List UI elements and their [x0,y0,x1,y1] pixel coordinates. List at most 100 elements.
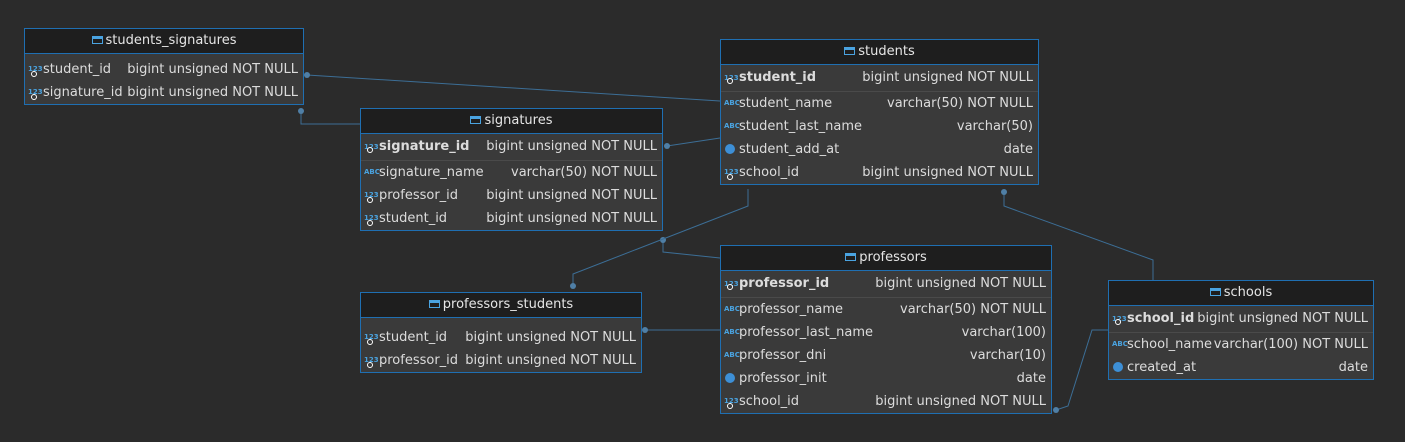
table-title: professors_students [442,297,574,312]
column-type: varchar(100) NOT NULL [1213,337,1368,352]
key-column-icon: 123 [364,134,379,160]
table-title: schools [1223,285,1273,300]
key-column-icon: 123 [364,184,379,207]
table-title: students [858,44,915,59]
relationship-line[interactable] [1003,192,1154,280]
date-type-icon [725,373,735,383]
column-name: student_add_at [739,142,840,157]
column-type: bigint unsigned NOT NULL [1197,311,1368,326]
relationship-line[interactable] [1055,329,1108,411]
key-column-icon: 123 [28,81,43,104]
table-icon [470,115,482,124]
relationship-line[interactable] [666,137,721,147]
text-type-icon: ABC [724,99,740,107]
column-row[interactable]: student_add_at date [721,138,1038,161]
table-header[interactable]: professors [721,246,1051,271]
table-header[interactable]: students_signatures [25,29,303,54]
column-type: date [1003,142,1033,157]
table-title: professors [859,250,927,265]
column-name: student_name [739,96,833,111]
text-type-icon: ABC [364,168,380,176]
column-name: professor_last_name [739,325,873,340]
key-column-icon: 123 [28,58,43,81]
relationship-line[interactable] [300,111,360,125]
column-type: bigint unsigned NOT NULL [486,211,657,226]
column-type: varchar(100) [961,325,1046,340]
column-name: professor_init [739,371,827,386]
column-name: professor_id [739,276,830,291]
relationship-line[interactable] [306,74,721,102]
column-name: school_id [739,394,800,409]
key-column-icon: 123 [724,271,739,297]
table-header[interactable]: students [721,40,1038,65]
column-type: bigint unsigned NOT NULL [875,394,1046,409]
table-icon [428,299,440,308]
table-header[interactable]: professors_students [361,293,641,318]
table-icon [1209,287,1221,296]
table-title: signatures [484,113,553,128]
text-type-icon: ABC [724,305,740,313]
column-name: school_name [1127,337,1213,352]
column-type: bigint unsigned NOT NULL [465,353,636,368]
column-type: varchar(50) [956,119,1033,134]
date-type-icon [725,144,735,154]
text-type-icon: ABC [724,122,740,130]
key-column-icon: 123 [1112,306,1127,332]
column-type: bigint unsigned NOT NULL [862,165,1033,180]
relationship-endpoint-dot [664,143,670,149]
column-type: varchar(50) NOT NULL [900,302,1046,317]
relationship-line[interactable] [572,189,749,286]
relationship-endpoint-dot [298,108,304,114]
column-name: school_id [739,165,800,180]
column-type: bigint unsigned NOT NULL [465,330,636,345]
relationship-line[interactable] [662,240,721,259]
date-type-icon [1113,362,1123,372]
column-type: bigint unsigned NOT NULL [875,276,1046,291]
key-column-icon: 123 [364,349,379,372]
table-header[interactable]: signatures [361,109,662,134]
column-name: student_id [379,330,448,345]
key-column-icon: 123 [364,326,379,349]
table-header[interactable]: schools [1109,281,1373,306]
key-column-icon: 123 [724,161,739,184]
relationship-endpoint-dot [1001,189,1007,195]
key-column-icon: 123 [724,65,739,91]
relationship-endpoint-dot [304,72,310,78]
column-type: bigint unsigned NOT NULL [862,70,1033,85]
table-icon [91,35,103,44]
column-type: date [1338,360,1368,375]
text-type-icon: ABC [1112,340,1128,348]
column-name: signature_name [379,165,484,180]
column-name: professor_id [379,188,459,203]
